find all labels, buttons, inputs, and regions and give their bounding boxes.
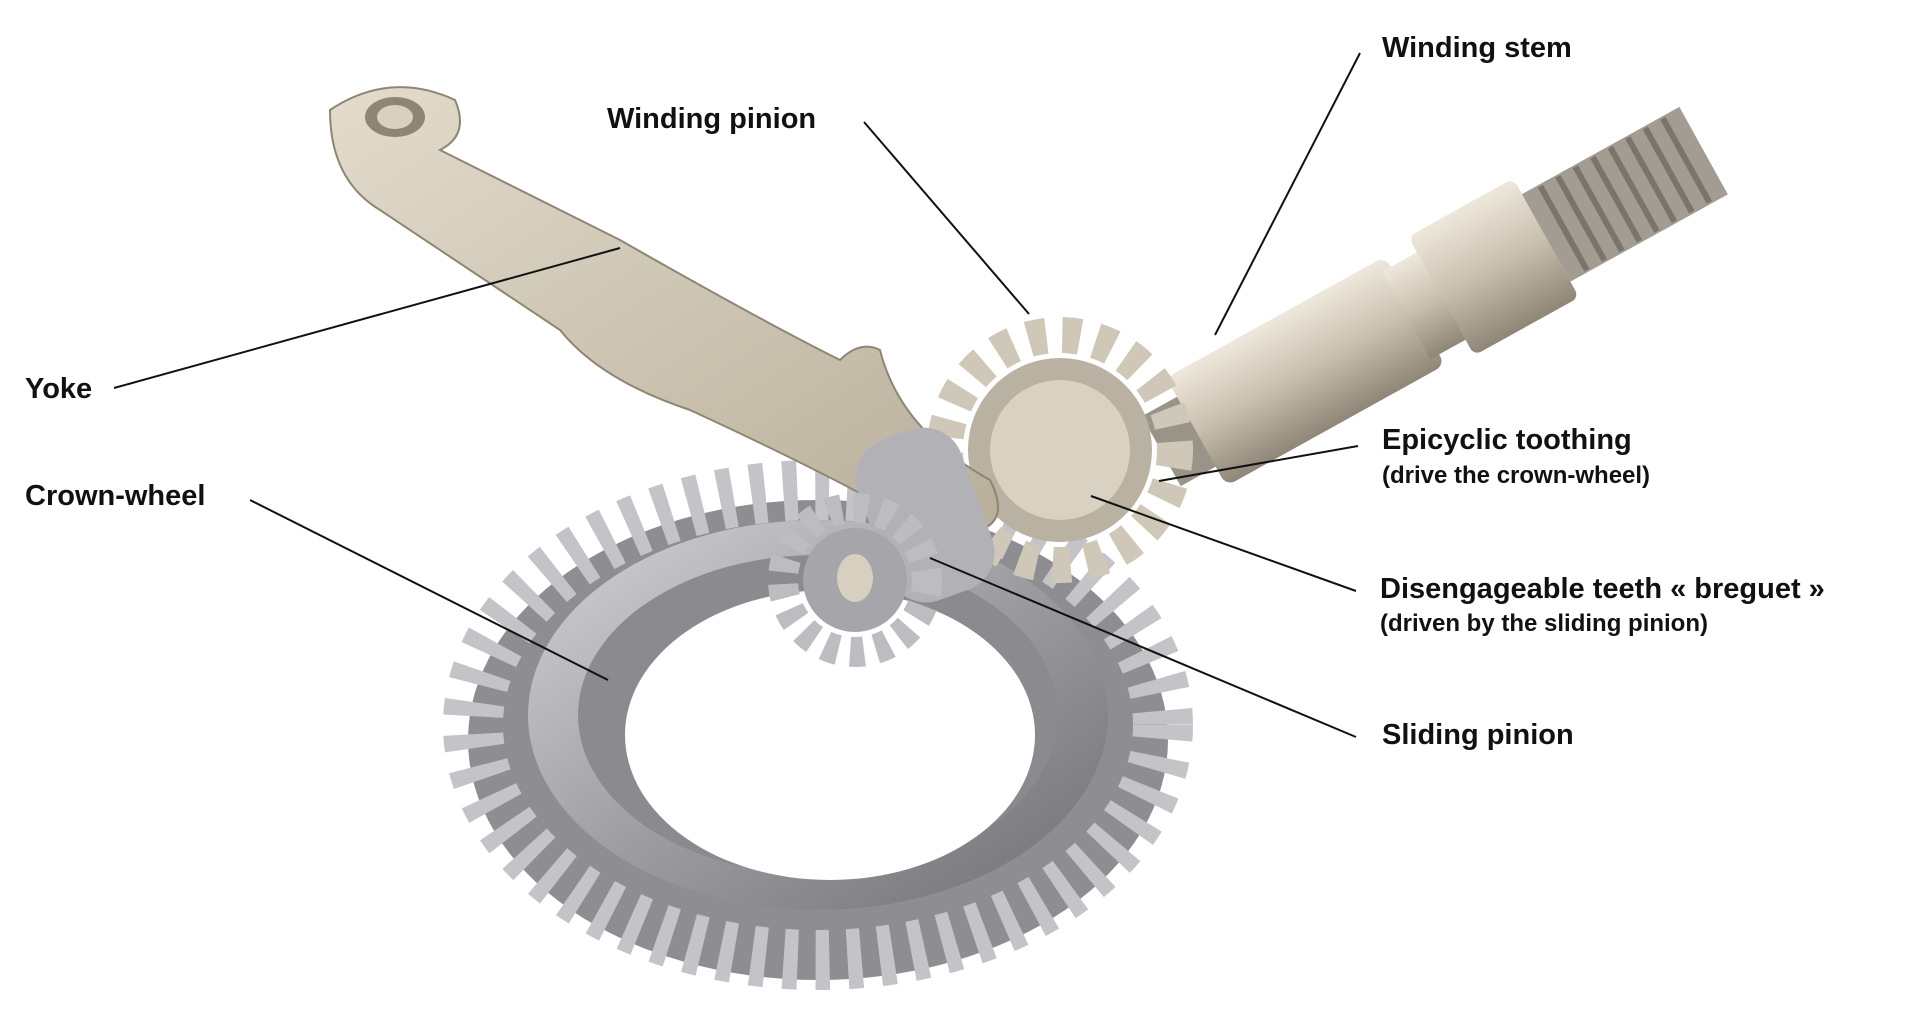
sliding-pinion-shape <box>768 427 995 667</box>
crown-wheel-shape <box>443 460 1193 990</box>
label-winding-stem: Winding stem <box>1382 32 1572 64</box>
leader-winding-pinion <box>863 121 1030 315</box>
leader-lines <box>113 52 1361 738</box>
label-sliding-pinion: Sliding pinion <box>1382 719 1574 751</box>
label-yoke: Yoke <box>25 373 93 405</box>
label-crown-wheel: Crown-wheel <box>25 480 206 512</box>
leader-winding-stem <box>1214 52 1361 336</box>
yoke-shape <box>328 86 999 532</box>
note-disengageable-teeth: (driven by the sliding pinion) <box>1380 610 1708 637</box>
leader-crown-wheel <box>249 499 609 681</box>
label-winding-pinion: Winding pinion <box>607 103 817 135</box>
leader-yoke <box>113 247 621 389</box>
leader-epicyclic <box>1158 445 1359 482</box>
label-epicyclic-toothing: Epicyclic toothing <box>1382 424 1632 456</box>
leader-sliding-pinion <box>929 557 1357 738</box>
label-disengageable-teeth: Disengageable teeth « breguet » <box>1380 573 1825 605</box>
note-epicyclic-toothing: (drive the crown-wheel) <box>1382 462 1651 489</box>
leader-disengageable <box>1090 495 1357 592</box>
winding-pinion-shape <box>927 317 1193 583</box>
